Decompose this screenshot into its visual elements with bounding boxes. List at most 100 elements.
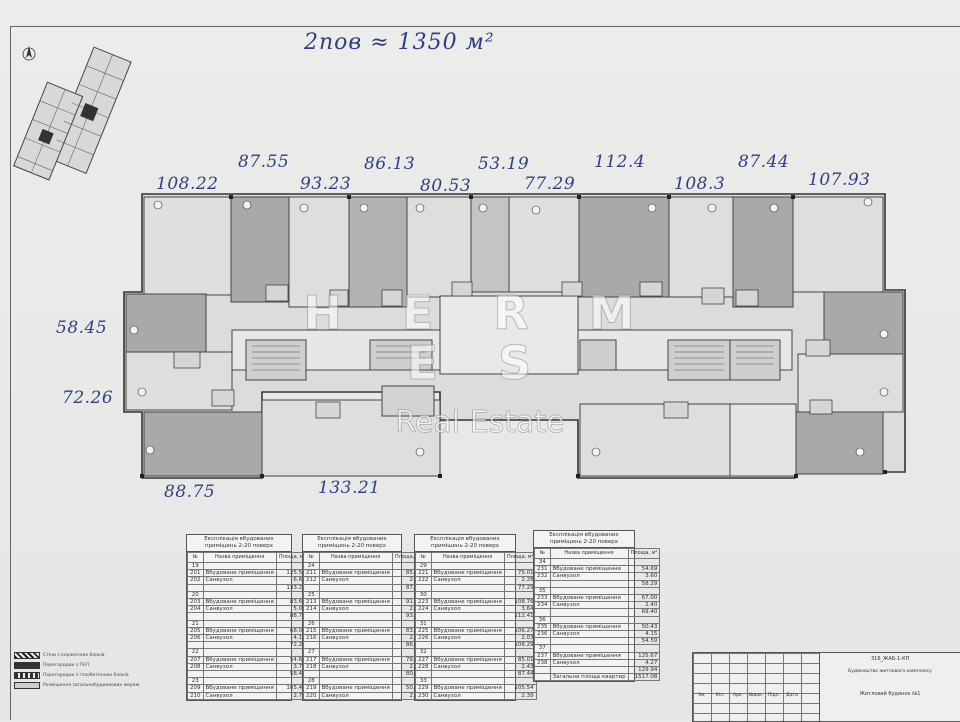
room-number: 31 xyxy=(415,619,432,628)
explication-table-2: Експлікація вбудованих приміщень 2-20 по… xyxy=(302,534,425,701)
frame-border-top xyxy=(10,26,960,27)
area-label-top-2: 87.55 xyxy=(238,152,290,172)
table-row: 77.29 xyxy=(415,583,537,592)
table-row: 24 xyxy=(303,561,425,571)
room-number: 218 xyxy=(303,662,320,672)
room-name xyxy=(549,579,629,588)
room-name xyxy=(318,641,393,650)
room-number: 29 xyxy=(415,561,432,571)
table-row: 23 xyxy=(187,677,309,686)
table-row: 58.45 xyxy=(187,670,309,679)
room-name xyxy=(318,670,393,679)
room-name xyxy=(549,666,629,675)
drawing-code: 316_ЖАБ-1-КП xyxy=(871,656,910,662)
room-number: 19 xyxy=(187,561,204,571)
north-arrow-icon xyxy=(22,46,36,61)
room-number xyxy=(187,612,204,621)
room-area: 58.29 xyxy=(627,579,661,588)
area-label-bottom-1: 88.75 xyxy=(164,482,216,502)
table-row: 29 xyxy=(415,561,537,571)
room-name: Вбудоване приміщення xyxy=(202,684,277,693)
room-name: Вбудоване приміщення xyxy=(318,569,393,578)
room-name xyxy=(318,619,393,628)
col-label: Підп. xyxy=(767,693,781,698)
column-header: № xyxy=(534,548,551,559)
table-row: 37 xyxy=(534,644,661,653)
room-number: 231 xyxy=(534,565,551,574)
room-area: 50.43 xyxy=(627,622,661,632)
room-name: Вбудоване приміщення xyxy=(318,626,393,636)
room-name: Санвузол xyxy=(549,601,629,610)
room-number: 210 xyxy=(187,691,204,700)
room-name xyxy=(318,561,393,571)
legend-item: Стіни з керамічних блоків xyxy=(14,652,139,659)
room-number: 224 xyxy=(415,605,432,614)
room-area: 2.39 xyxy=(503,691,537,700)
room-area xyxy=(627,615,661,624)
column-header: Назва приміщення xyxy=(549,548,629,559)
col-label: Арк. xyxy=(732,693,744,698)
room-name xyxy=(430,561,505,571)
room-number: 21 xyxy=(187,619,204,628)
room-name xyxy=(318,612,393,621)
area-label-top-7: 77.29 xyxy=(524,174,576,194)
column-header: Назва приміщення xyxy=(202,552,277,563)
area-label-top-6: 53.19 xyxy=(478,154,530,174)
col-label: Зм. xyxy=(698,693,706,698)
room-number: 208 xyxy=(187,662,204,672)
table-row: 35 xyxy=(534,586,661,596)
room-name: Санвузол xyxy=(430,662,505,672)
room-name: Санвузол xyxy=(318,576,393,585)
room-name xyxy=(318,648,393,657)
room-name: Санвузол xyxy=(318,691,393,700)
room-name xyxy=(318,583,393,592)
room-area xyxy=(503,648,537,657)
room-name: Вбудоване приміщення xyxy=(202,569,277,578)
room-name: Санвузол xyxy=(430,576,505,585)
room-number: 205 xyxy=(187,626,204,636)
room-name: Санвузол xyxy=(318,605,393,614)
table-row: 25 xyxy=(303,590,425,600)
table-row: 21 xyxy=(187,619,309,628)
room-name: Вбудоване приміщення xyxy=(318,684,393,693)
room-name xyxy=(549,586,629,596)
room-name: Санвузол xyxy=(549,630,629,639)
room-number: 211 xyxy=(303,569,320,578)
room-number: 203 xyxy=(187,598,204,607)
room-number: 226 xyxy=(415,634,432,643)
table-row: 58.29 xyxy=(534,579,661,588)
room-name: Санвузол xyxy=(202,691,277,700)
room-name: Вбудоване приміщення xyxy=(430,569,505,578)
room-name: Санвузол xyxy=(430,691,505,700)
room-name xyxy=(430,612,505,621)
room-name: Санвузол xyxy=(202,634,277,643)
table-row: 93.23 xyxy=(303,612,425,621)
legend-label: Розміщення загальнобудинкових мереж xyxy=(43,683,140,688)
room-number xyxy=(534,637,551,646)
explication-table-4: Експлікація вбудованих приміщень 2-20 по… xyxy=(533,530,661,683)
room-number xyxy=(415,612,432,621)
room-name xyxy=(430,590,505,600)
room-number: 20 xyxy=(187,590,204,600)
room-name xyxy=(202,561,277,571)
legend-label: Перегородки з ГКЛ xyxy=(43,663,89,668)
table-row: 30 xyxy=(415,590,537,600)
room-name xyxy=(318,590,393,600)
table-row: 72.26 xyxy=(187,641,309,650)
room-number: 213 xyxy=(303,598,320,607)
room-number xyxy=(415,583,432,592)
room-number xyxy=(303,670,320,679)
table-row: 129.94 xyxy=(534,666,661,675)
